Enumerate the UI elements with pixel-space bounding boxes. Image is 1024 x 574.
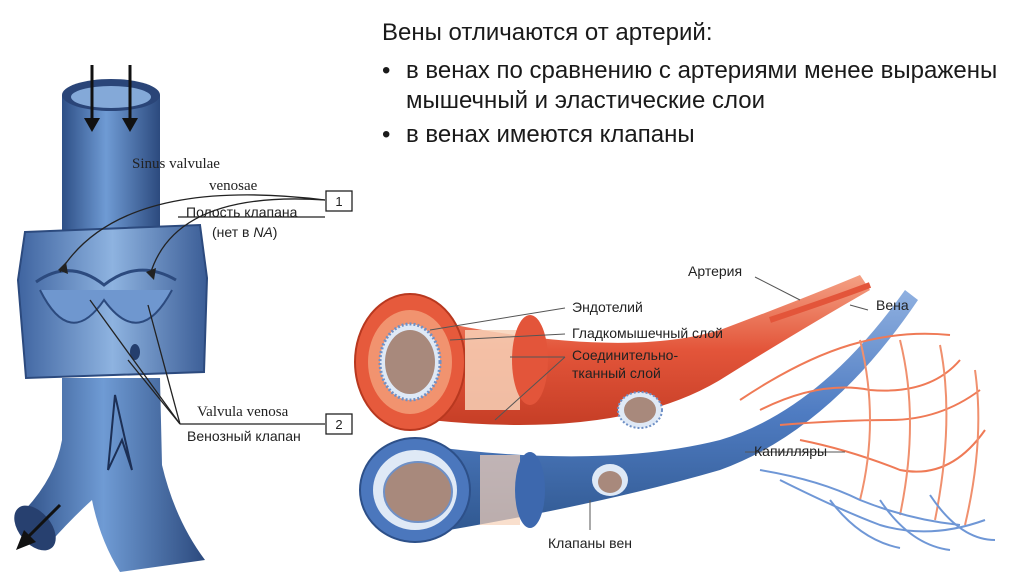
bullet-item-1: в венах по сравнению с артериями менее в… — [382, 56, 1012, 116]
label-box-2-number: 2 — [335, 417, 342, 432]
left-leader-lines — [59, 194, 326, 425]
page-heading: Вены отличаются от артерий: — [382, 19, 713, 46]
smooth-muscle-label: Гладкомышечный слой — [572, 325, 723, 341]
label-box-2 — [325, 413, 353, 435]
sinus-note: (нет в NA) — [212, 224, 277, 240]
blood-flow-arrows — [16, 65, 138, 550]
right-leader-lines — [429, 276, 869, 530]
vein-cross-section — [359, 437, 628, 543]
endothelium-label: Эндотелий — [572, 299, 643, 315]
label-box-1-number: 1 — [335, 194, 342, 209]
sinus-latin-line-2: venosae — [209, 178, 258, 194]
connective-label-line-2: тканный слой — [572, 365, 661, 381]
artery-label: Артерия — [688, 263, 742, 279]
connective-label-line-1: Соединительно- — [572, 347, 678, 363]
vein-tube — [420, 290, 918, 535]
capillary-network — [739, 332, 996, 551]
valvula-russian-label: Венозный клапан — [187, 428, 301, 444]
bullet-list: в венах по сравнению с артериями менее в… — [382, 56, 1012, 154]
valvula-latin-label: Valvula venosa — [197, 404, 289, 420]
sinus-latin-line-1: Sinus valvulae — [132, 156, 220, 172]
sinus-russian-label: Полость клапана — [186, 204, 298, 220]
label-box-1 — [325, 190, 353, 212]
vein-label: Вена — [876, 297, 909, 313]
valves-label: Клапаны вен — [548, 535, 632, 551]
artery-cross-section — [354, 293, 663, 431]
bullet-item-2: в венах имеются клапаны — [382, 120, 1012, 150]
capillaries-label: Капилляры — [754, 443, 827, 459]
